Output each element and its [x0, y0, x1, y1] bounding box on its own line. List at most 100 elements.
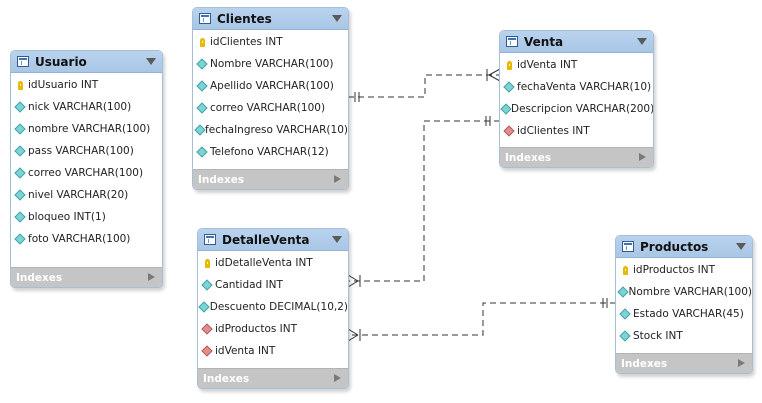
column-row[interactable]: foto VARCHAR(100) [11, 228, 162, 250]
column-diamond-icon [196, 102, 208, 114]
primary-key-icon [199, 37, 205, 47]
column-label: idClientes INT [210, 36, 283, 48]
column-diamond-icon [14, 167, 26, 179]
column-list: idClientes INT Nombre VARCHAR(100) Apellid… [193, 30, 348, 163]
table-icon [199, 13, 211, 24]
expand-arrow-icon[interactable] [334, 374, 341, 382]
table-header[interactable]: DetalleVenta [198, 229, 348, 251]
relationship-productos-detalleventa[interactable] [347, 298, 616, 342]
column-diamond-icon [198, 301, 211, 313]
column-label: idDetalleVenta INT [215, 257, 313, 269]
chevron-down-icon[interactable] [736, 243, 746, 250]
column-icon [13, 123, 27, 135]
column-row[interactable]: idProductos INT [616, 259, 752, 281]
indexes-bar[interactable]: Indexes [193, 169, 348, 189]
column-row[interactable]: Estado VARCHAR(45) [616, 303, 752, 325]
column-row[interactable]: fechaIngreso VARCHAR(10) [193, 119, 348, 141]
column-label: fechaVenta VARCHAR(10) [517, 81, 652, 93]
column-row[interactable]: idProductos INT [198, 318, 348, 340]
column-label: idProductos INT [215, 323, 298, 335]
table-usuario[interactable]: Usuario idUsuario INT nick VARCHAR(100) no… [10, 50, 163, 288]
column-row[interactable]: Cantidad INT [198, 274, 348, 296]
column-diamond-icon [500, 103, 512, 115]
column-icon [13, 189, 27, 201]
column-diamond-icon [617, 286, 629, 298]
table-header[interactable]: Venta [500, 31, 653, 53]
column-row[interactable]: correo VARCHAR(100) [193, 97, 348, 119]
column-row[interactable]: Apellido VARCHAR(100) [193, 75, 348, 97]
column-row[interactable]: pass VARCHAR(100) [11, 140, 162, 162]
column-icon [13, 101, 27, 113]
table-detalleventa[interactable]: DetalleVenta idDetalleVenta INT Cantidad … [197, 228, 349, 389]
table-header[interactable]: Usuario [11, 51, 162, 73]
column-row[interactable]: idVenta INT [198, 340, 348, 362]
column-icon [618, 330, 632, 342]
column-icon [13, 211, 27, 223]
column-row[interactable]: idClientes INT [193, 31, 348, 53]
indexes-label: Indexes [203, 372, 250, 385]
column-row[interactable]: Stock INT [616, 325, 752, 347]
column-icon [195, 80, 209, 92]
table-title: DetalleVenta [222, 232, 310, 247]
expand-arrow-icon[interactable] [148, 273, 155, 281]
table-venta[interactable]: Venta idVenta INT fechaVenta VARCHAR(10) D… [499, 30, 654, 168]
chevron-down-icon[interactable] [332, 236, 342, 243]
foreign-key-icon [201, 323, 213, 335]
table-clientes[interactable]: Clientes idClientes INT Nombre VARCHAR(10… [192, 7, 349, 190]
column-label: Nombre VARCHAR(100) [210, 58, 334, 70]
column-row[interactable]: nombre VARCHAR(100) [11, 118, 162, 140]
column-label: idVenta INT [517, 59, 578, 71]
column-label: nombre VARCHAR(100) [28, 123, 151, 135]
column-row[interactable]: Nombre VARCHAR(100) [193, 53, 348, 75]
expand-arrow-icon[interactable] [738, 359, 745, 367]
column-row[interactable]: Descuento DECIMAL(10,2) [198, 296, 348, 318]
table-header[interactable]: Productos [616, 236, 752, 258]
column-icon [617, 286, 629, 298]
column-row[interactable]: bloqueo INT(1) [11, 206, 162, 228]
column-label: fechaIngreso VARCHAR(10) [205, 124, 348, 136]
column-label: nick VARCHAR(100) [28, 101, 132, 113]
indexes-bar[interactable]: Indexes [11, 267, 162, 287]
column-label: Descripcion VARCHAR(200) [511, 103, 654, 115]
column-icon [200, 258, 214, 268]
table-productos[interactable]: Productos idProductos INT Nombre VARCHAR(… [615, 235, 753, 374]
chevron-down-icon[interactable] [637, 38, 647, 45]
column-list: idVenta INT fechaVenta VARCHAR(10) Descrip… [500, 53, 653, 142]
column-row[interactable]: Telefono VARCHAR(12) [193, 141, 348, 163]
table-icon [622, 241, 634, 252]
column-row[interactable]: idDetalleVenta INT [198, 252, 348, 274]
column-label: Telefono VARCHAR(12) [210, 146, 329, 158]
column-diamond-icon [196, 146, 208, 158]
column-icon [502, 81, 516, 93]
column-label: correo VARCHAR(100) [210, 102, 326, 114]
relationship-clientes-venta[interactable] [348, 68, 501, 102]
column-row[interactable]: fechaVenta VARCHAR(10) [500, 76, 653, 98]
column-row[interactable]: Descripcion VARCHAR(200) [500, 98, 653, 120]
expand-arrow-icon[interactable] [639, 153, 646, 161]
column-row[interactable]: correo VARCHAR(100) [11, 162, 162, 184]
chevron-down-icon[interactable] [332, 15, 342, 22]
column-row[interactable]: nick VARCHAR(100) [11, 96, 162, 118]
table-title: Clientes [217, 11, 272, 26]
relationship-venta-detalleventa[interactable] [347, 116, 500, 288]
column-row[interactable]: idClientes INT [500, 120, 653, 142]
column-list: idProductos INT Nombre VARCHAR(100) Estado… [616, 258, 752, 347]
column-row[interactable]: Nombre VARCHAR(100) [616, 281, 752, 303]
column-row[interactable]: idUsuario INT [11, 74, 162, 96]
table-icon [506, 36, 518, 47]
primary-key-icon [204, 258, 210, 268]
chevron-down-icon[interactable] [146, 58, 156, 65]
indexes-bar[interactable]: Indexes [198, 368, 348, 388]
table-icon [17, 56, 29, 67]
indexes-bar[interactable]: Indexes [616, 353, 752, 373]
column-label: Nombre VARCHAR(100) [628, 286, 752, 298]
expand-arrow-icon[interactable] [334, 175, 341, 183]
column-row[interactable]: nivel VARCHAR(20) [11, 184, 162, 206]
column-row[interactable]: idVenta INT [500, 54, 653, 76]
indexes-bar[interactable]: Indexes [500, 147, 653, 167]
column-icon [195, 58, 209, 70]
table-header[interactable]: Clientes [193, 8, 348, 30]
table-title: Productos [640, 239, 709, 254]
primary-key-icon [506, 60, 512, 70]
